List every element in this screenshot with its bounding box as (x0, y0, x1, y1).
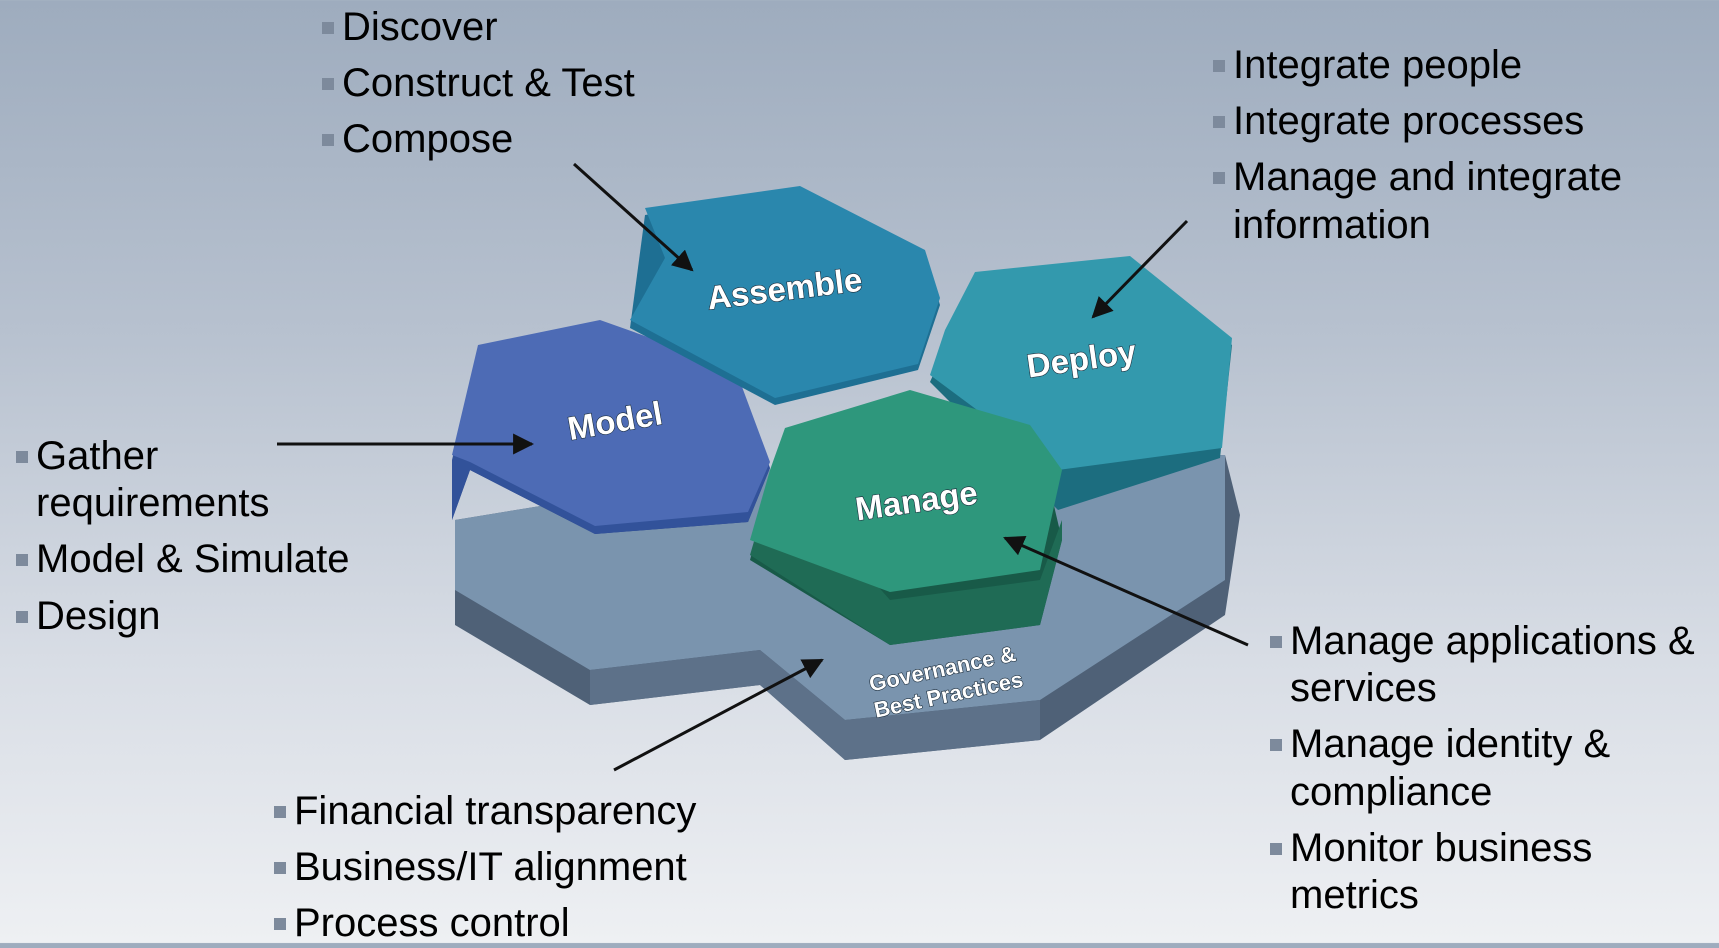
model-bullet-3: Design (14, 593, 414, 640)
governance-bullet-2: Business/IT alignment (272, 844, 792, 891)
model-bullets: Gather requirements Model & Simulate Des… (14, 433, 414, 640)
model-bullet-1: Gather requirements (14, 433, 306, 527)
assemble-arrow (572, 162, 694, 272)
deploy-bullet-1: Integrate people (1211, 42, 1691, 89)
deploy-bullets: Integrate people Integrate processes Man… (1211, 42, 1691, 249)
assemble-bullets: Discover Construct & Test Compose (320, 4, 740, 164)
governance-bullet-3: Process control (272, 900, 792, 947)
assemble-hexagon (630, 186, 940, 405)
deploy-bullet-2: Integrate processes (1211, 98, 1691, 145)
assemble-bullet-3: Compose (320, 116, 740, 163)
governance-bullet-1: Financial transparency (272, 788, 792, 835)
manage-bullet-3: Monitor business metrics (1268, 825, 1670, 919)
governance-arrow (613, 658, 824, 772)
manage-bullet-2: Manage identity & compliance (1268, 721, 1690, 815)
manage-bullets: Manage applications & services Manage id… (1268, 618, 1708, 919)
deploy-arrow (1091, 219, 1189, 319)
manage-bullet-1: Manage applications & services (1268, 618, 1710, 712)
assemble-bullet-1: Discover (320, 4, 740, 51)
deploy-bullet-3: Manage and integrate information (1211, 154, 1673, 248)
model-hexagon (452, 320, 770, 534)
governance-bullets: Financial transparency Business/IT align… (272, 788, 792, 948)
manage-arrow (1003, 536, 1249, 647)
manage-hexagon (750, 390, 1062, 645)
assemble-bullet-2: Construct & Test (320, 60, 740, 107)
model-bullet-2: Model & Simulate (14, 536, 414, 583)
